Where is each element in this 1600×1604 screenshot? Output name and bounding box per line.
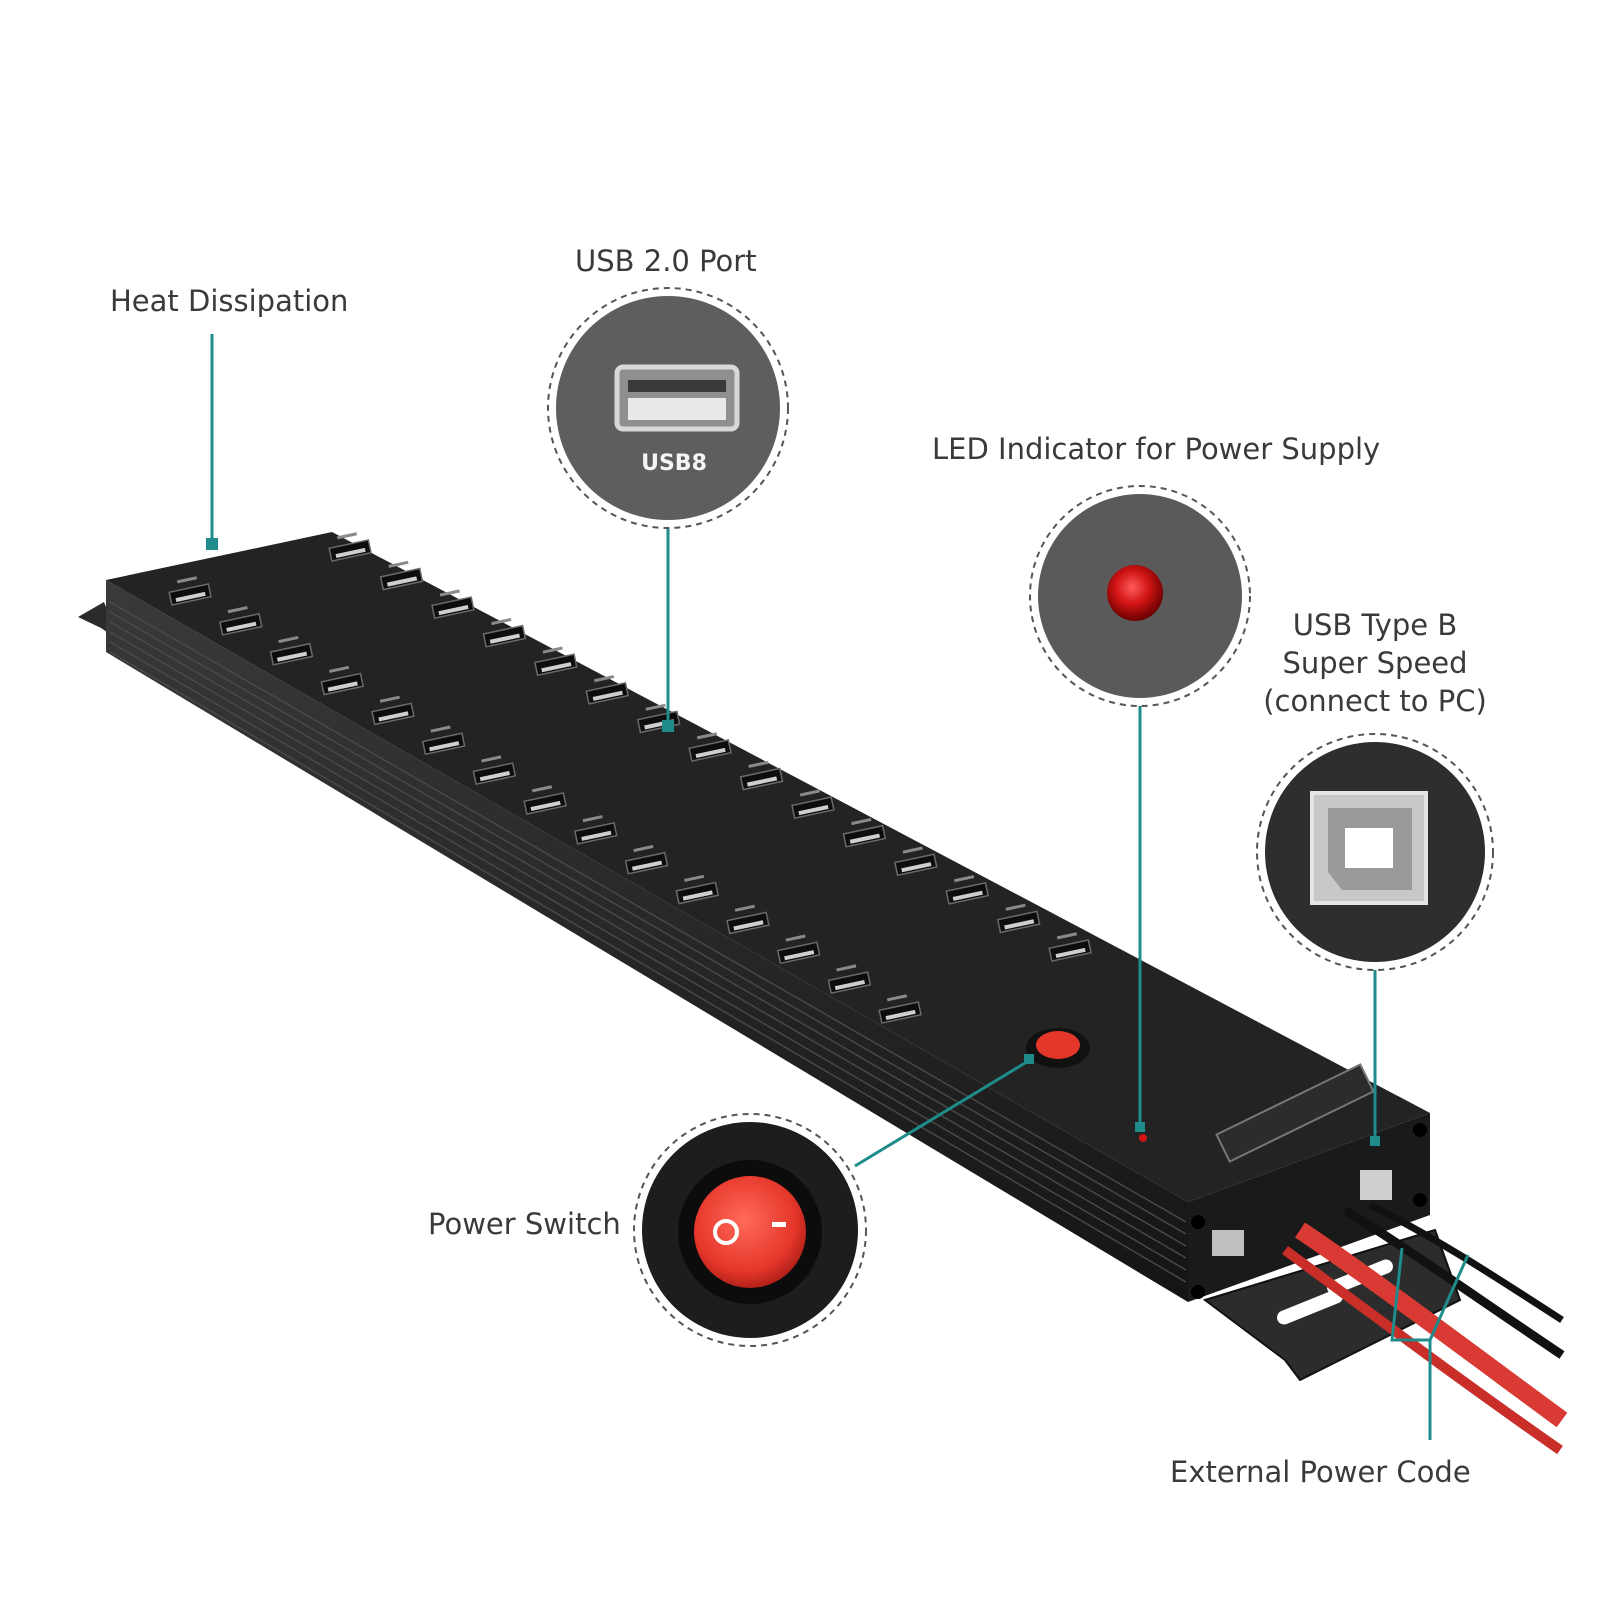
leader-power xyxy=(1390,1247,1470,1342)
usb-port xyxy=(585,675,630,705)
leader-switch xyxy=(854,1058,1031,1168)
usb-port xyxy=(624,844,669,875)
usb-port xyxy=(675,874,720,905)
usb-port xyxy=(269,635,314,666)
usb-port xyxy=(431,589,475,620)
usb-port xyxy=(371,695,415,726)
usb-port xyxy=(842,817,887,848)
end-port-typeb xyxy=(1360,1170,1392,1200)
end-port-1 xyxy=(1212,1230,1244,1256)
usb-port xyxy=(996,903,1041,934)
closeup-power-switch xyxy=(633,1113,867,1347)
hub-end-face xyxy=(1188,1113,1430,1302)
usb-port xyxy=(168,576,212,606)
usb-port xyxy=(894,846,938,877)
usb-port xyxy=(827,964,872,995)
usb-port xyxy=(328,532,372,562)
usb-port xyxy=(776,934,821,965)
power-switch-label: Power Switch xyxy=(428,1207,621,1241)
usb-port xyxy=(320,665,365,696)
external-power-label: External Power Code xyxy=(1170,1455,1471,1489)
power-switch-on-unit xyxy=(1026,1028,1090,1068)
leader-dots xyxy=(206,538,1380,1146)
usb-port xyxy=(574,815,618,845)
usb-port xyxy=(791,789,835,820)
usb-port xyxy=(421,725,466,756)
usb-port xyxy=(523,785,567,815)
brand-plate xyxy=(1215,1063,1375,1163)
heat-dissipation-label: Heat Dissipation xyxy=(110,284,349,318)
red-power-cable-2 xyxy=(1282,1245,1563,1455)
usb-port xyxy=(688,732,732,762)
switch-off-mark xyxy=(713,1219,739,1245)
usb-port xyxy=(726,904,770,935)
usb-type-b-label: USB Type B Super Speed (connect to PC) xyxy=(1250,606,1500,720)
power-switch-rocker-icon xyxy=(694,1176,806,1288)
usb-port xyxy=(379,560,424,591)
closeup-led-indicator xyxy=(1029,485,1251,707)
usb-port xyxy=(878,994,922,1024)
end-screws xyxy=(1191,1123,1427,1299)
led-red-icon xyxy=(1107,565,1163,621)
usb-port xyxy=(219,606,263,636)
led-indicator-label: LED Indicator for Power Supply xyxy=(932,432,1381,466)
led-on-unit xyxy=(1139,1134,1147,1142)
red-power-cable xyxy=(1295,1222,1568,1428)
usb-port xyxy=(739,760,784,791)
hub-side-face xyxy=(106,580,1188,1302)
closeup-usb-port-label: USB8 xyxy=(641,451,707,476)
black-power-cable-2 xyxy=(1368,1201,1564,1323)
hub-top-face xyxy=(106,532,1430,1202)
usb-port xyxy=(1048,932,1092,962)
usb-port xyxy=(534,646,578,677)
usb-port xyxy=(472,755,517,786)
usb-type-b-label-line1: USB Type B xyxy=(1292,608,1458,642)
usb-port-label: USB 2.0 Port xyxy=(575,244,757,278)
usb-type-b-label-line3: (connect to PC) xyxy=(1263,684,1487,718)
usb-port xyxy=(945,875,990,905)
closeup-usb-port: USB8 xyxy=(547,287,789,529)
leader-lines xyxy=(210,334,1470,1440)
heat-fins xyxy=(109,601,1187,1283)
closeup-usb-type-b xyxy=(1256,733,1494,971)
usb-type-b-label-line2: Super Speed xyxy=(1282,646,1468,680)
black-power-cable xyxy=(1342,1206,1565,1359)
switch-on-mark xyxy=(772,1222,786,1227)
usb-port xyxy=(482,617,527,648)
